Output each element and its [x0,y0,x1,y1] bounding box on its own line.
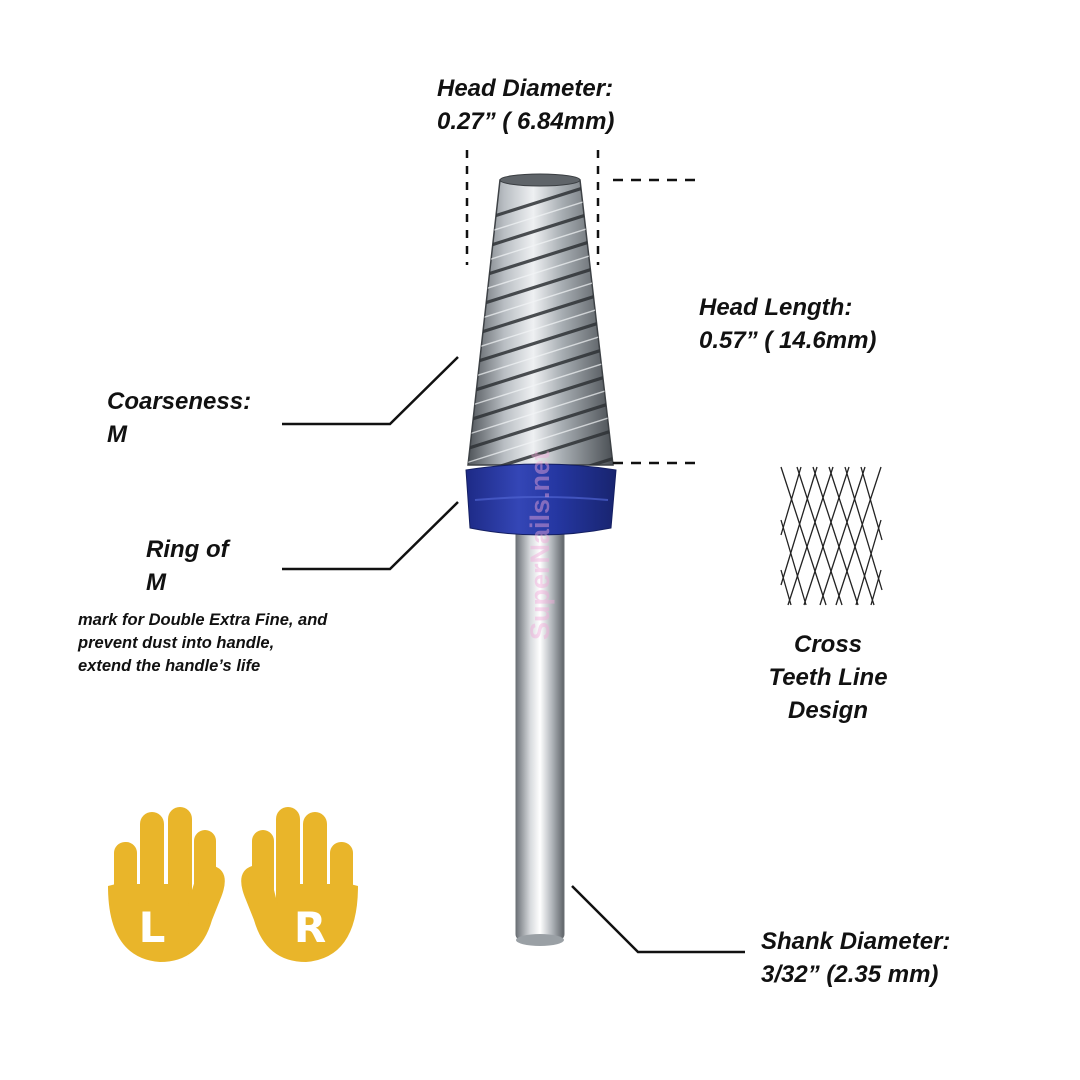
dimension-lines [465,150,695,465]
drill-shank [515,519,565,946]
right-hand-letter: R [294,903,326,952]
head-length-title: Head Length: [699,294,853,321]
shank-diameter-label: Shank Diameter: 3/32” (2.35 mm) [761,925,950,991]
ring-leader-line [282,501,459,571]
ring-title: Ring of [146,536,229,563]
cross-teeth-line: Teeth Line [768,664,888,691]
ring-note-line: extend the handle’s life [78,657,261,675]
left-hand-icon: L [108,807,225,962]
watermark-text: SuperNails.net [525,451,555,640]
ring-note: mark for Double Extra Fine, and prevent … [78,609,327,678]
head-length-value: 0.57” ( 14.6mm) [699,327,877,354]
cross-teeth-line: Cross [793,631,863,658]
head-diameter-label: Head Diameter: 0.27” ( 6.84mm) [437,72,614,138]
head-diameter-value: 0.27” ( 6.84mm) [437,108,615,135]
cross-teeth-line: Design [787,697,868,724]
head-length-label: Head Length: 0.57” ( 14.6mm) [699,291,876,357]
right-hand-icon: R [241,807,358,962]
cross-teeth-label: Cross Teeth Line Design [748,628,908,727]
leader-lines [282,356,745,954]
head-diameter-title: Head Diameter: [437,75,614,102]
ring-note-line: mark for Double Extra Fine, and [78,611,328,629]
ring-value: M [146,569,166,596]
ring-note-line: prevent dust into handle, [78,634,275,652]
blue-ring [465,463,617,536]
coarseness-label: Coarseness: M [107,385,251,451]
shank-diameter-value: 3/32” (2.35 mm) [761,961,939,988]
cross-teeth-pattern-icon [780,466,883,606]
shank-leader-line [571,885,745,954]
coarseness-title: Coarseness: [107,388,252,415]
coarseness-value: M [107,421,127,448]
coarseness-leader-line [282,356,459,426]
shank-diameter-title: Shank Diameter: [761,928,951,955]
ring-label: Ring of M [146,533,229,599]
left-hand-letter: L [139,903,166,952]
